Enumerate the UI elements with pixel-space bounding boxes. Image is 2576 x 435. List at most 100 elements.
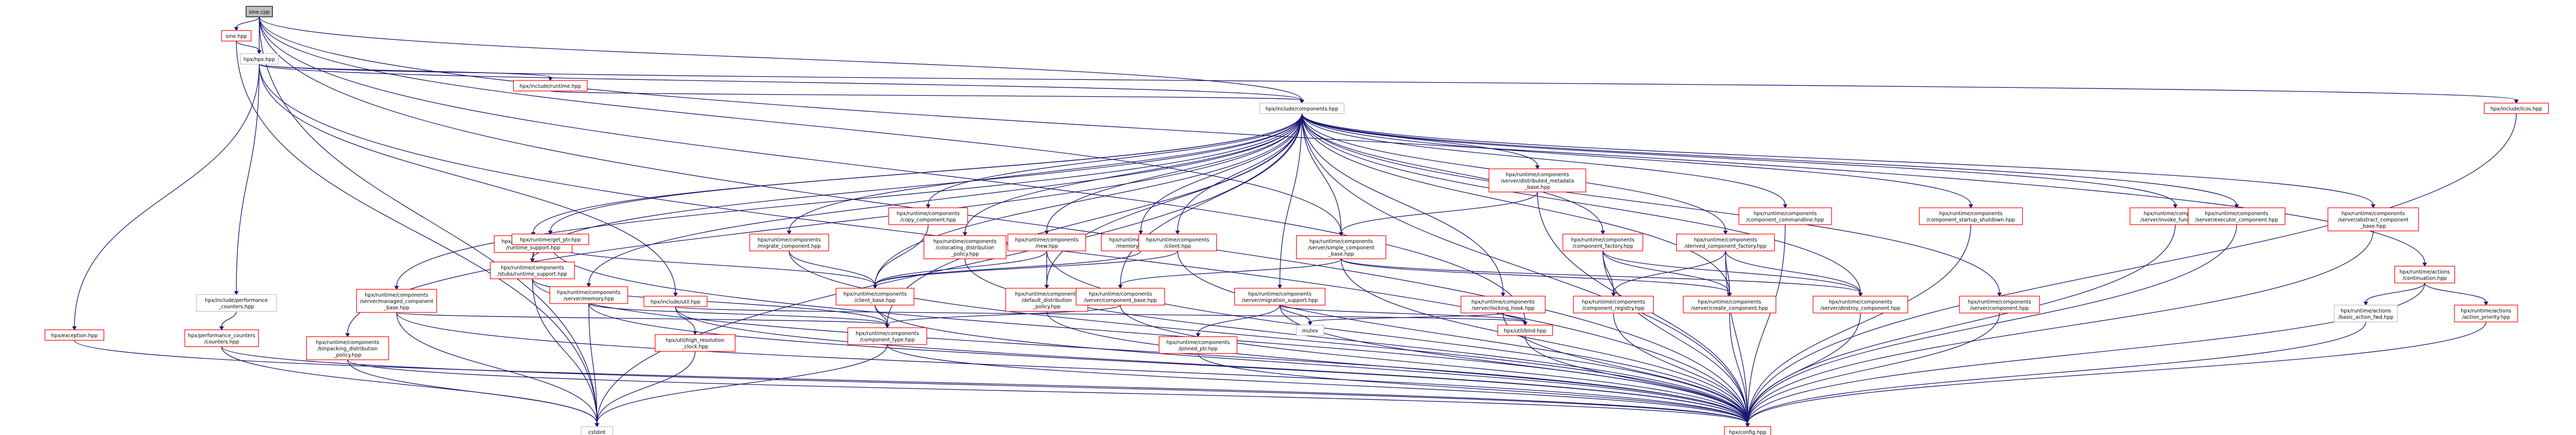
file-node-binpacking[interactable]: hpx/runtime/components/binpacking_distri… [306,336,389,360]
node-label-line: hpx/util/high_resolution [665,338,724,343]
file-node-srv-memory[interactable]: hpx/runtime/components/server/memory.hpp [549,286,629,304]
file-node-managed[interactable]: hpx/runtime/components/server/managed_co… [356,289,437,313]
file-node-continuation[interactable]: hpx/runtime/actions/continuation.hpp [2394,266,2455,284]
file-node-default-dist[interactable]: hpx/runtime/components/default_distribut… [1005,288,1088,312]
include-edge [1725,250,1863,297]
edge-line [928,113,1302,205]
node-box [847,327,927,345]
node-box [643,296,708,307]
edge-line [221,346,1748,424]
node-label-line: hpx/runtime/components [1571,237,1634,243]
edge-line [789,113,1302,231]
include-edge [1611,250,1726,297]
edge-line [1301,113,2176,205]
dependency-nodes: sine.cppsine.hpphpx/hpx.hpphpx/include/r… [44,6,2549,435]
edge-arrowhead [1968,204,1973,208]
file-node-startup-shutdown[interactable]: hpx/runtime/components/component_startup… [1918,207,2023,225]
node-label-line: /server/invoke_function.hpp [2141,217,2210,223]
file-node-hires-clock[interactable]: hpx/util/high_resolution_clock.hpp [654,334,735,352]
edge-line [1747,321,2487,424]
include-edge [258,16,600,427]
include-edge [1044,251,1049,289]
edge-line [588,303,1748,424]
file-node-runtime[interactable]: hpx/include/runtime.hpp [513,80,588,92]
file-node-distributed-meta[interactable]: hpx/runtime/components/server/distribute… [1488,168,1586,193]
file-node-colocating[interactable]: hpx/runtime/components/colocating_distri… [923,235,1007,259]
node-label-line: _policy.hpp [1032,304,1060,310]
node-box [1959,296,2040,313]
file-node-incutil[interactable]: hpx/include/util.hpp [643,296,708,307]
edge-line [2424,282,2487,302]
file-node-client[interactable]: hpx/runtime/components/client.hpp [1138,234,1217,251]
node-label-line: /continuation.hpp [2403,276,2447,281]
file-node-copy[interactable]: hpx/runtime/components/copy_component.hp… [888,207,968,225]
file-node-comp-base[interactable]: hpx/runtime/components/server/component_… [1076,288,1165,306]
file-node-exception[interactable]: hpx/exception.hpp [44,329,104,341]
file-node-stubs-rs[interactable]: hpx/runtime/components/stubs/runtime_sup… [490,261,575,279]
node-label-line: hpx/runtime/components [758,237,821,243]
file-node-migration-support[interactable]: hpx/runtime/components/server/migration_… [1234,288,1326,306]
edge-arrowhead [1535,165,1540,169]
node-label-line: /component_commandline.hpp [1746,217,1824,223]
edge-line [236,16,260,28]
node-label-line: hpx/runtime/components [1829,299,1892,305]
include-edge [926,113,1302,208]
file-node-comp-factory[interactable]: hpx/runtime/components/component_factory… [1562,234,1644,251]
node-label-line: /stubs/runtime_support.hpp [498,271,567,277]
file-node-lcos[interactable]: hpx/include/lcos.hpp [2484,103,2549,114]
edge-line [675,306,1748,424]
node-label-line: hpx/include/lcos.hpp [2490,106,2542,112]
file-node-perfctr[interactable]: hpx/performance_counters/counters.hpp [184,329,259,347]
edge-line [532,113,1302,259]
include-edge [789,250,878,289]
edge-arrowhead [72,326,77,330]
file-node-client-base[interactable]: hpx/runtime/components/client_base.hpp [836,288,914,306]
include-edge [1602,250,1732,297]
file-node-simple-comp[interactable]: hpx/runtime/components/server/simple_com… [1296,235,1387,259]
file-node-comp-registry[interactable]: hpx/runtime/components/component_registr… [1573,296,1654,313]
node-box [490,261,575,279]
edge-line [347,359,1748,424]
edge-line [236,64,260,292]
edge-line [1747,224,2176,424]
node-box [1460,296,1546,313]
file-node-pinned-ptr[interactable]: hpx/runtime/components/pinned_ptr.hpp [1159,336,1238,354]
include-edge [1301,113,1863,297]
edge-line [258,16,1342,233]
edge-arrowhead [2483,301,2489,306]
edge-line [1279,113,1302,286]
file-node-derived-factory[interactable]: hpx/runtime/components/derived_component… [1676,234,1775,251]
file-node-new[interactable]: hpx/runtime/components/new.hpp [1007,234,1086,251]
node-label-line: /copy_component.hpp [900,217,956,223]
file-node-bind[interactable]: hpx/util/bind.hpp [1497,325,1553,336]
node-box [511,234,589,245]
edge-arrowhead [345,333,350,337]
file-node-locking-hook[interactable]: hpx/runtime/components/server/locking_ho… [1460,296,1546,313]
node-label-line: hpx/runtime/components [1698,299,1761,305]
node-box [1562,234,1644,251]
file-node-destroy-comp[interactable]: hpx/runtime/components/server/destroy_co… [1813,296,1908,313]
node-box [2334,305,2398,322]
edge-line [74,64,260,327]
edge-line [236,41,260,51]
edge-line [1340,258,1861,294]
node-box [1724,426,1772,435]
file-node-sinehpp[interactable]: sine.hpp [221,30,252,42]
file-node-comp-cmdline[interactable]: hpx/runtime/components/component_command… [1738,207,1832,225]
file-node-srv-component[interactable]: hpx/runtime/components/server/component.… [1959,296,2040,313]
node-label-line: _base.hpp [2360,224,2386,229]
node-box [184,329,259,347]
file-node-execute[interactable]: hpx/runtime/components/server/executor_c… [2187,207,2285,225]
file-node-migrate[interactable]: hpx/runtime/components/migrate_component… [749,234,829,251]
file-node-comp-type[interactable]: hpx/runtime/components/component_type.hp… [847,327,927,345]
edge-line [396,312,888,325]
file-node-config[interactable]: hpx/config.hpp [1724,426,1772,435]
node-box [549,286,629,304]
file-node-action-priority[interactable]: hpx/runtime/actions/action_priority.hpp [2454,305,2518,322]
file-node-getptr[interactable]: hpx/runtime/get_ptr.hpp [511,234,589,245]
edge-arrowhead [1997,292,2002,297]
file-node-create-comp[interactable]: hpx/runtime/components/server/create_com… [1683,296,1776,313]
node-label-line: hpx/runtime/components [933,239,997,245]
node-label-line: hpx/include/performance [205,298,267,304]
file-node-abstract-comp[interactable]: hpx/runtime/components/server/abstract_c… [2328,207,2419,231]
